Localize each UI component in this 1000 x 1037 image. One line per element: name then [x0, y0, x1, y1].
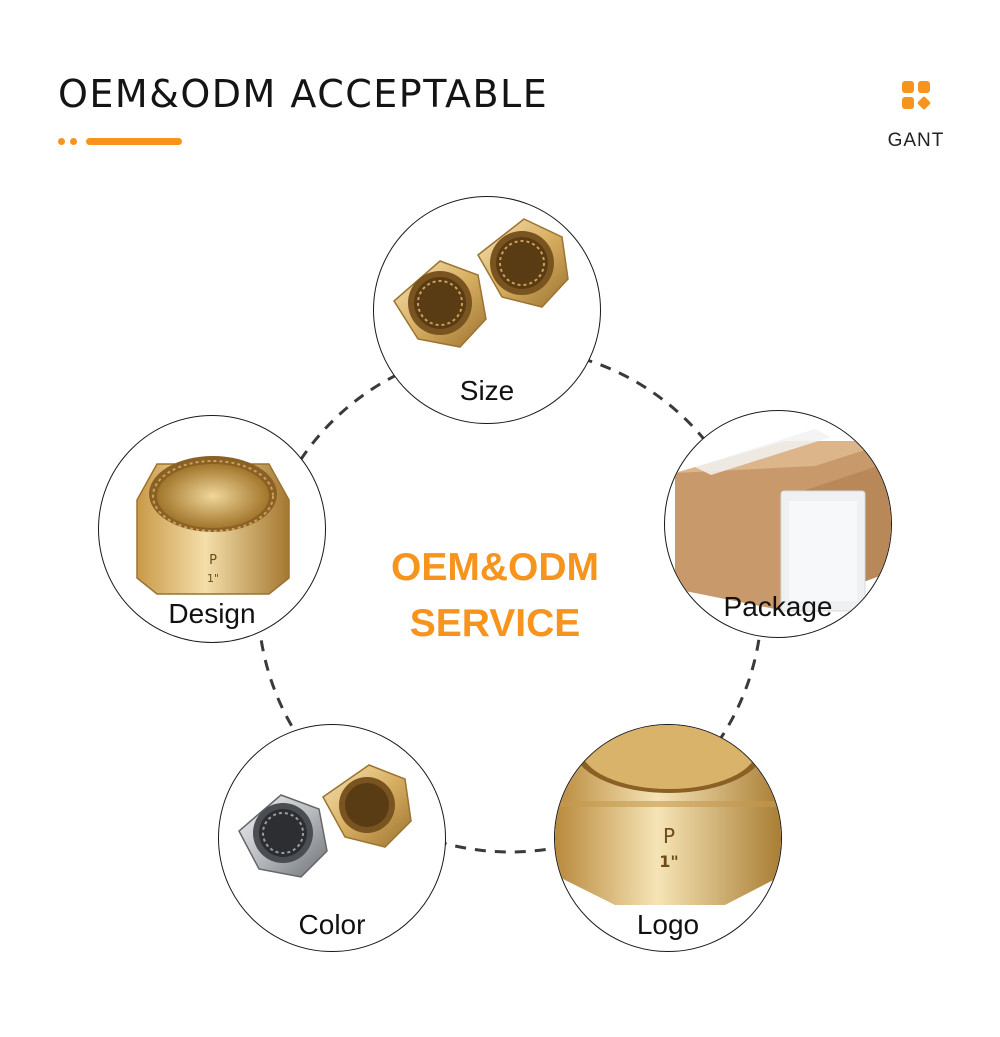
four-petal-logo-icon: [902, 81, 931, 110]
accent-bar: [86, 138, 182, 145]
center-title-line: SERVICE: [409, 602, 581, 645]
option-logo: P 1" Logo: [554, 724, 782, 952]
option-label: Design: [168, 598, 256, 629]
cardboard-box-image: [675, 429, 891, 612]
option-size: Size: [373, 196, 601, 424]
page-title: OEM&ODM ACCEPTABLE: [58, 72, 549, 116]
chrome-and-brass-caps-image: [238, 764, 412, 878]
brass-cap-image: P 1": [136, 456, 290, 595]
option-label: Color: [298, 909, 366, 940]
option-design: P 1" Design: [98, 415, 326, 643]
brand-logo: GANT: [884, 80, 948, 152]
brass-caps-pair-image: [393, 218, 569, 348]
option-label: Logo: [636, 909, 700, 940]
brass-cap-logo-closeup-image: P 1": [555, 725, 781, 905]
option-color: Color: [218, 724, 446, 952]
accent-dot: [58, 138, 65, 145]
accent-dot: [70, 138, 77, 145]
product-marking-letter: P: [663, 824, 675, 848]
product-marking-size: 1": [659, 852, 678, 871]
center-service-title: OEM&ODM SERVICE: [345, 540, 645, 652]
center-title-line: OEM&ODM: [391, 546, 599, 589]
option-label: Package: [723, 591, 833, 622]
product-marking-letter: P: [209, 553, 217, 568]
option-label: Size: [459, 375, 515, 406]
option-package: Package: [664, 410, 892, 638]
brand-name: GANT: [887, 130, 945, 151]
product-marking-size: 1": [207, 572, 219, 585]
